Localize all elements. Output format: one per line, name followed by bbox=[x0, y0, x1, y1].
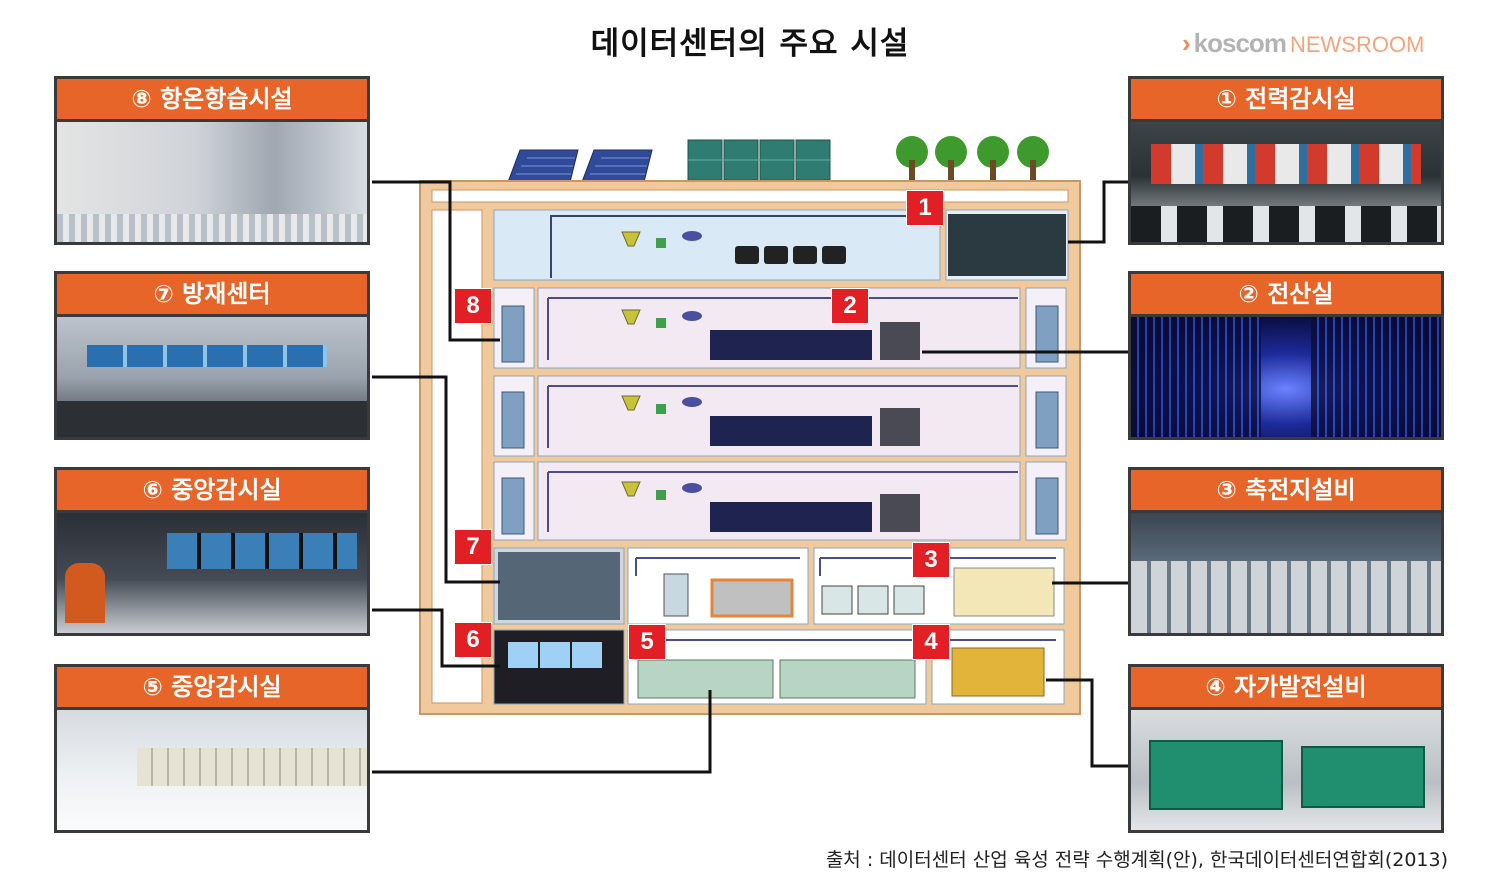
server-rack-icon bbox=[710, 322, 920, 532]
video-wall-icon bbox=[508, 642, 602, 668]
logo-brand: koscom bbox=[1193, 28, 1287, 58]
electrical-room-photo bbox=[57, 710, 367, 830]
marker-7: 7 bbox=[454, 529, 492, 565]
panel-label: ④ 자가발전설비 bbox=[1131, 667, 1441, 710]
control-room-thumbnail bbox=[948, 214, 1066, 276]
panel-label: ⑦ 방재센터 bbox=[57, 274, 367, 317]
marker-2: 2 bbox=[831, 288, 869, 324]
panel-computer-room: ② 전산실 bbox=[1128, 271, 1444, 440]
panel-label: ⑤ 중앙감시실 bbox=[57, 667, 367, 710]
marker-5: 5 bbox=[628, 624, 666, 660]
marker-4: 4 bbox=[912, 624, 950, 660]
panel-label: ⑧ 항온항습시설 bbox=[57, 79, 367, 122]
panel-label: ③ 축전지설비 bbox=[1131, 470, 1441, 513]
source-note: 출처 : 데이터센터 산업 육성 전략 수행계획(안), 한국데이터센터연합회(… bbox=[825, 849, 1448, 871]
panel-label: ② 전산실 bbox=[1131, 274, 1441, 317]
panel-hvac: ⑧ 항온항습시설 bbox=[54, 76, 370, 245]
cooling-tower-icon bbox=[687, 139, 831, 181]
marker-6: 6 bbox=[454, 622, 492, 658]
air-conditioner-icon bbox=[501, 305, 1059, 535]
disaster-center-photo bbox=[57, 317, 367, 437]
panel-power-monitoring: ① 전력감시실 bbox=[1128, 76, 1444, 245]
panel-battery-facility: ③ 축전지설비 bbox=[1128, 467, 1444, 636]
panel-label: ⑥ 중앙감시실 bbox=[57, 470, 367, 513]
server-floors bbox=[493, 287, 1067, 541]
central-monitoring-photo bbox=[57, 513, 367, 633]
computer-room-photo bbox=[1131, 317, 1441, 437]
chevron-icon: › bbox=[1182, 28, 1191, 58]
hvac-photo bbox=[57, 122, 367, 242]
disaster-center-thumbnail bbox=[498, 552, 620, 620]
panel-central-monitoring-5: ⑤ 중앙감시실 bbox=[54, 664, 370, 833]
lighting-icon bbox=[621, 231, 641, 497]
panel-label: ① 전력감시실 bbox=[1131, 79, 1441, 122]
battery-facility-photo bbox=[1131, 513, 1441, 633]
ups-equipment-icon bbox=[637, 659, 916, 699]
page-title: 데이터센터의 주요 시설 bbox=[590, 26, 910, 62]
generator-facility-photo bbox=[1131, 710, 1441, 830]
power-monitoring-photo bbox=[1131, 122, 1441, 242]
tree-icon bbox=[896, 136, 1049, 180]
monitor-icon bbox=[735, 246, 846, 264]
marker-3: 3 bbox=[912, 542, 950, 578]
generator-icon bbox=[951, 647, 1045, 697]
chiller-icon bbox=[663, 573, 794, 618]
marker-8: 8 bbox=[454, 288, 492, 324]
logo-suffix: NEWSROOM bbox=[1289, 32, 1425, 57]
solar-panel-icon bbox=[507, 149, 653, 183]
battery-cabinet-icon bbox=[821, 567, 1055, 617]
connector-lines bbox=[372, 180, 1128, 774]
panel-central-monitoring-6: ⑥ 중앙감시실 bbox=[54, 467, 370, 636]
panel-generator-facility: ④ 자가발전설비 bbox=[1128, 664, 1444, 833]
marker-1: 1 bbox=[906, 190, 944, 226]
panel-disaster-center: ⑦ 방재센터 bbox=[54, 271, 370, 440]
